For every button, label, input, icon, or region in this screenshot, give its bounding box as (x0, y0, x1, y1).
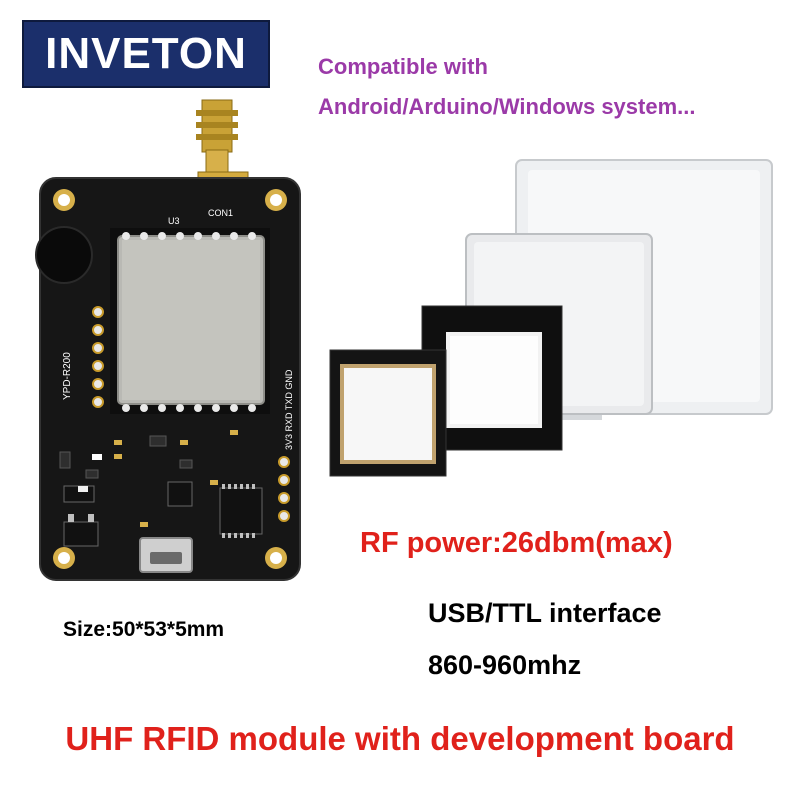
pin-labels: 3V3 RXD TXD GND (284, 369, 294, 450)
rf-power-spec: RF power:26dbm(max) (360, 527, 673, 559)
compatibility-line-1: Compatible with (318, 54, 488, 79)
product-title: UHF RFID module with development board (65, 720, 735, 757)
chip-label: U3 (168, 216, 180, 226)
small-ceramic-antenna-icon (329, 349, 447, 477)
brand-logo-text: INVETON (45, 29, 247, 78)
compatibility-line-2: Android/Arduino/Windows system... (318, 94, 696, 119)
rfid-module-board: CON1 U3 YPD-R200 3V3 RXD TXD GND (30, 90, 310, 600)
board-model-label: YPD-R200 (62, 352, 73, 400)
size-spec: Size:50*53*5mm (63, 618, 225, 641)
interface-spec: USB/TTL interface (428, 598, 662, 628)
frequency-spec: 860-960mhz (428, 650, 582, 680)
brand-logo: INVETON (22, 20, 270, 88)
connector-label: CON1 (208, 208, 233, 218)
uhf-antennas-image (318, 150, 778, 480)
